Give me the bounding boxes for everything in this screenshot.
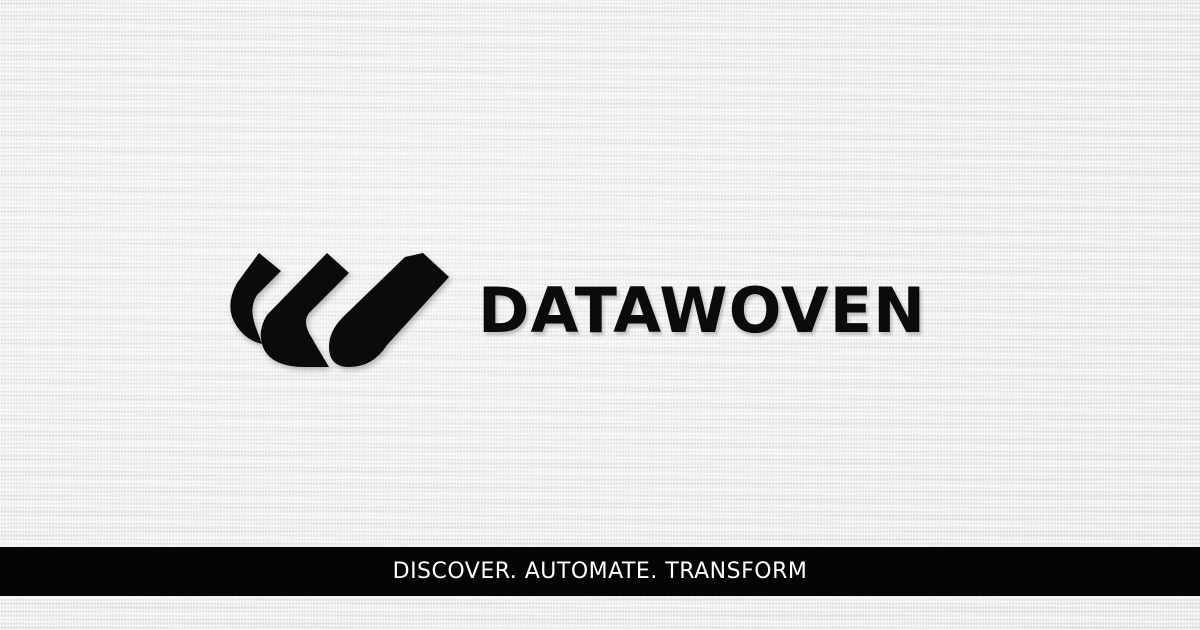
tagline-bar: DISCOVER. AUTOMATE. TRANSFORM	[0, 547, 1200, 596]
woven-w-logo-icon	[230, 253, 449, 367]
tagline-text: DISCOVER. AUTOMATE. TRANSFORM	[392, 559, 808, 584]
brand-wordmark: DATAWOVEN	[478, 274, 926, 347]
brand-logo: DATAWOVEN	[229, 251, 979, 371]
logo-band-left	[230, 253, 281, 344]
logo-band-right	[329, 253, 449, 367]
logo-band-middle	[260, 253, 349, 367]
logo-band-bridge	[333, 309, 379, 353]
